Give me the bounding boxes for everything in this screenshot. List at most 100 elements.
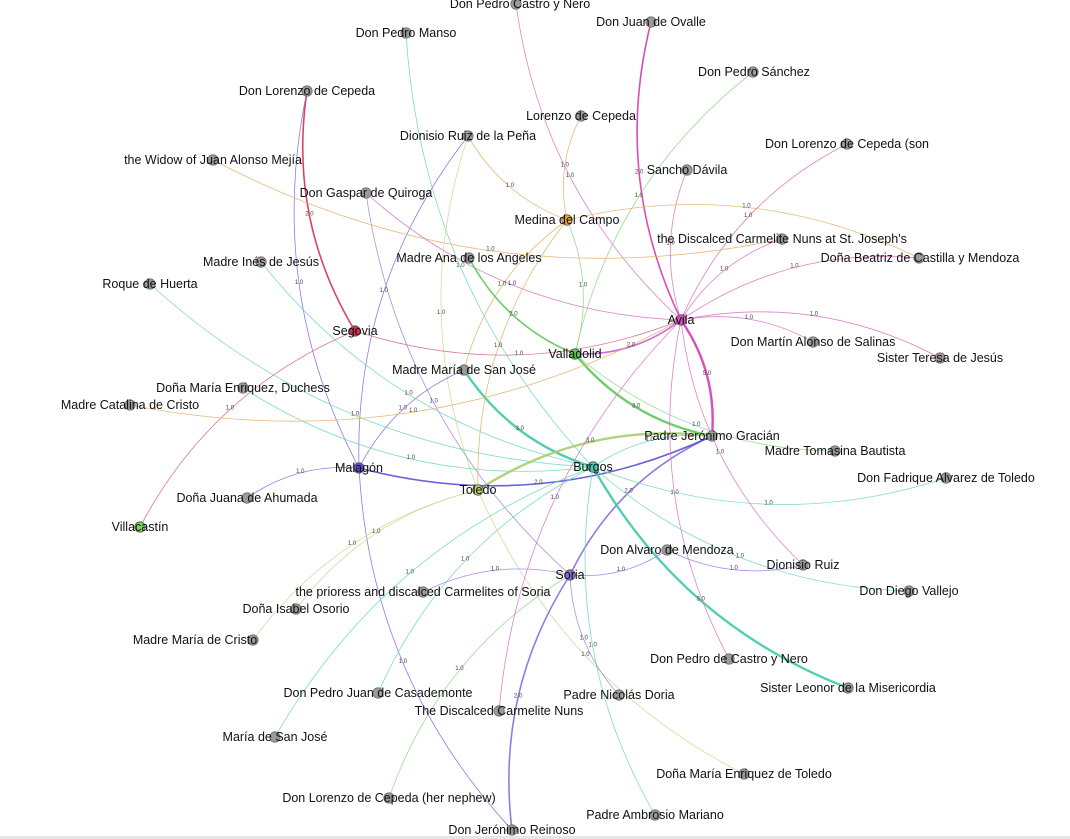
node-isabel[interactable] bbox=[290, 603, 302, 615]
edge-n_burgos-n_fadrique[interactable] bbox=[592, 466, 947, 505]
node-catalina[interactable] bbox=[124, 399, 136, 411]
node-lorenzo-cepeda-don[interactable] bbox=[301, 85, 313, 97]
node-widow[interactable] bbox=[207, 154, 219, 166]
edge-n_enriquez_duchess-n_burgos[interactable] bbox=[242, 387, 594, 472]
edge-n_dionisio_pena-n_medina[interactable] bbox=[467, 135, 568, 221]
node-martin[interactable] bbox=[807, 336, 819, 348]
edge-n_sancho-n_avila[interactable] bbox=[669, 169, 688, 321]
edge-n_burgos-n_ambrosio[interactable] bbox=[584, 466, 656, 816]
edge-n_toledo-n_enriquez_toledo[interactable] bbox=[477, 489, 745, 775]
edge-n_teresa-n_avila[interactable] bbox=[680, 311, 941, 359]
node-gaspar[interactable] bbox=[360, 187, 372, 199]
edge-n_segovia-n_avila[interactable] bbox=[354, 319, 682, 356]
node-castro-top[interactable] bbox=[510, 0, 522, 10]
edge-n_discalced_joseph-n_avila[interactable] bbox=[680, 238, 783, 321]
node-doria[interactable] bbox=[613, 689, 625, 701]
bottom-scrollbar[interactable] bbox=[0, 836, 1070, 839]
edge-n_valladolid-n_gracian[interactable] bbox=[574, 353, 713, 438]
node-pedro-sanchez[interactable] bbox=[747, 66, 759, 78]
edge-n_gracian-n_soria[interactable] bbox=[569, 435, 713, 576]
node-ana-angeles[interactable] bbox=[463, 252, 475, 264]
node-alvaro[interactable] bbox=[661, 544, 673, 556]
node-villacastin[interactable] bbox=[134, 521, 146, 533]
edge-n_gracian-n_burgos[interactable] bbox=[592, 434, 713, 468]
edge-n_ines-n_burgos[interactable] bbox=[260, 261, 594, 468]
node-ines[interactable] bbox=[255, 256, 267, 268]
node-maria-cristo[interactable] bbox=[247, 634, 259, 646]
node-juana[interactable] bbox=[241, 492, 253, 504]
edge-n_valladolid-n_tomasina[interactable] bbox=[574, 353, 836, 452]
edge-n_soria-n_prioress_soria[interactable] bbox=[422, 568, 571, 593]
node-maria-sanjose[interactable] bbox=[458, 364, 470, 376]
node-avila[interactable] bbox=[675, 314, 687, 326]
edge-n_soria-n_doria[interactable] bbox=[569, 574, 620, 696]
edge-n_soria-n_lorenzo_nephew[interactable] bbox=[388, 574, 571, 799]
node-gracian[interactable] bbox=[706, 430, 718, 442]
node-enriquez-duchess[interactable] bbox=[237, 382, 249, 394]
edge-n_beatriz-n_avila[interactable] bbox=[680, 256, 920, 321]
node-dionisio-pena[interactable] bbox=[462, 130, 474, 142]
node-lorenzo-nephew[interactable] bbox=[383, 792, 395, 804]
node-casademonte[interactable] bbox=[372, 687, 384, 699]
node-enriquez-toledo[interactable] bbox=[738, 768, 750, 780]
node-tomasina[interactable] bbox=[829, 445, 841, 457]
edge-n_lorenzo_cepeda_don-n_segovia[interactable] bbox=[302, 90, 356, 332]
edge-n_burgos-n_diego[interactable] bbox=[592, 466, 910, 592]
edge-n_castro_top-n_avila[interactable] bbox=[515, 3, 682, 321]
edge-n_burgos-n_maria_sj2[interactable] bbox=[274, 466, 594, 738]
edge-n_lorenzo_cepeda_don-n_malagon[interactable] bbox=[293, 90, 360, 469]
edge-n_valladolid-n_medina[interactable] bbox=[566, 219, 584, 355]
node-fadrique[interactable] bbox=[940, 472, 952, 484]
edge-n_gaspar-n_avila[interactable] bbox=[365, 192, 682, 321]
edge-n_alvaro-n_dionisio_ruiz[interactable] bbox=[666, 549, 804, 572]
node-malagon[interactable] bbox=[353, 462, 365, 474]
edge-n_catalina-n_avila[interactable] bbox=[129, 319, 682, 422]
node-roque[interactable] bbox=[144, 278, 156, 290]
edge-n_toledo-n_maria_cristo[interactable] bbox=[252, 489, 479, 641]
edge-n_gracian-n_avila[interactable] bbox=[680, 319, 714, 437]
edge-n_ana_angeles-n_valladolid[interactable] bbox=[468, 257, 576, 355]
edge-n_lorenzo_cepeda-n_medina[interactable] bbox=[562, 115, 582, 221]
edge-n_burgos-n_leonor[interactable] bbox=[591, 466, 849, 690]
node-maria-sj2[interactable] bbox=[269, 731, 281, 743]
edge-n_roque-n_burgos[interactable] bbox=[149, 283, 594, 468]
edge-n_soria-n_reinoso[interactable] bbox=[508, 574, 571, 831]
node-sancho[interactable] bbox=[681, 164, 693, 176]
node-soria[interactable] bbox=[564, 569, 576, 581]
edge-n_segovia-n_villacastin[interactable] bbox=[139, 330, 356, 528]
node-prioress-soria[interactable] bbox=[417, 586, 429, 598]
node-juan-ovalle[interactable] bbox=[645, 16, 657, 28]
node-valladolid[interactable] bbox=[569, 348, 581, 360]
node-toledo[interactable] bbox=[472, 484, 484, 496]
edge-n_pedro_manso-n_burgos[interactable] bbox=[405, 32, 594, 468]
edge-n_valladolid-n_avila[interactable] bbox=[574, 319, 682, 355]
edge-n_avila-n_castro_mid[interactable] bbox=[669, 319, 730, 660]
edge-n_widow-n_discalced_joseph[interactable] bbox=[212, 159, 783, 259]
edge-n_malagon-n_gracian[interactable] bbox=[358, 435, 713, 487]
node-pedro-manso[interactable] bbox=[400, 27, 412, 39]
edge-n_maria_sanjose-n_malagon[interactable] bbox=[358, 369, 465, 469]
node-burgos[interactable] bbox=[587, 461, 599, 473]
node-ambrosio[interactable] bbox=[649, 809, 661, 821]
node-teresa[interactable] bbox=[934, 352, 946, 364]
edge-n_avila-n_discalced_nuns[interactable] bbox=[498, 319, 682, 712]
node-lorenzo-son[interactable] bbox=[841, 138, 853, 150]
node-beatriz[interactable] bbox=[913, 252, 925, 264]
edge-n_medina-n_maria_sanjose[interactable] bbox=[463, 219, 568, 371]
edge-n_beatriz-n_medina[interactable] bbox=[566, 204, 920, 259]
edge-n_pedro_sanchez-n_valladolid[interactable] bbox=[574, 71, 754, 355]
node-discalced-nuns[interactable] bbox=[493, 705, 505, 717]
node-discalced-joseph[interactable] bbox=[776, 233, 788, 245]
edge-n_dionisio_pena-n_toledo[interactable] bbox=[440, 135, 479, 491]
edge-n_lorenzo_son-n_avila[interactable] bbox=[680, 143, 848, 321]
edge-n_toledo-n_isabel[interactable] bbox=[295, 489, 479, 610]
edge-n_malagon-n_juana[interactable] bbox=[246, 466, 360, 499]
node-leonor[interactable] bbox=[842, 682, 854, 694]
edge-n_gracian-n_toledo[interactable] bbox=[477, 432, 713, 492]
edge-n_medina-n_toledo[interactable] bbox=[477, 219, 568, 491]
node-castro-mid[interactable] bbox=[723, 653, 735, 665]
edge-n_burgos-n_casademonte[interactable] bbox=[377, 466, 594, 694]
node-diego[interactable] bbox=[903, 585, 915, 597]
